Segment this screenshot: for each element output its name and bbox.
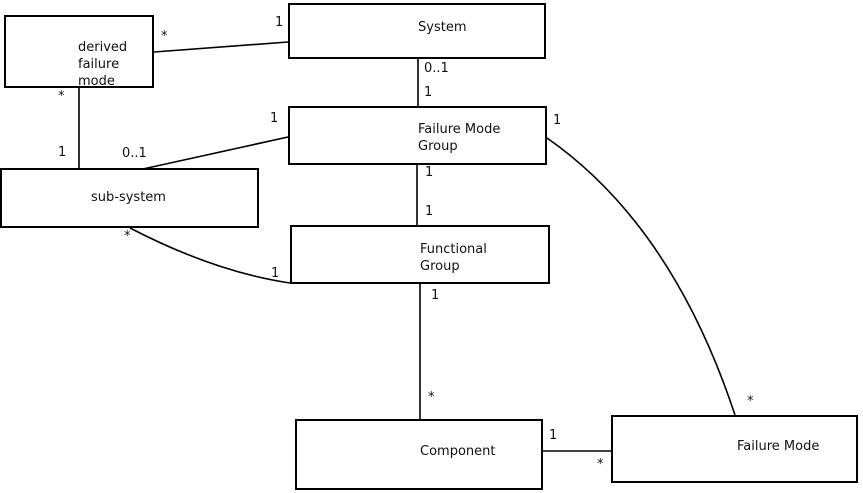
multiplicity-label-component-end: * [428,390,435,405]
node-label-line: Failure Mode [737,439,820,454]
node-failure-mode: Failure Mode [611,415,858,483]
node-label-line: Group [418,139,458,154]
node-label-line: derived [78,40,128,55]
node-label-line: Failure Mode [418,122,501,137]
edge-system-derived-failure-mode [153,41,289,53]
multiplicity-label-failure-mode-group-end: 1 [425,165,434,180]
node-label: sub-system [91,189,166,206]
multiplicity-label-system-end: 1 [275,15,284,30]
node-label: derived failure mode [78,39,127,90]
node-label-line: sub-system [91,190,166,205]
node-component: Component [295,419,543,490]
multiplicity-label-functional-group-end: 1 [431,288,440,303]
edge-failure-mode-group-failure-mode [546,137,736,416]
node-label-line: mode [78,74,115,89]
node-label-line: Functional [420,242,487,257]
multiplicity-label-derived-failure-mode-end: * [161,29,168,44]
multiplicity-label-system-end: 0..1 [424,61,449,76]
node-label-line: Component [420,444,496,459]
multiplicity-label-functional-group-end: 1 [425,204,434,219]
node-label: Functional Group [420,241,487,275]
multiplicity-label-component-end: 1 [549,428,558,443]
multiplicity-label-failure-mode-end: * [597,457,604,472]
node-label: Failure Mode Group [418,121,500,155]
node-label: System [418,19,466,36]
node-label-line: failure [78,57,120,72]
node-sub-system: sub-system [0,168,259,228]
node-label: Failure Mode [737,438,819,455]
node-label-line: System [418,20,467,35]
multiplicity-label-functional-group-end: 1 [271,266,280,281]
multiplicity-label-sub-system-end: * [124,229,131,244]
edge-sub-system-functional-group [129,227,291,284]
multiplicity-label-derived-failure-mode-end: * [58,89,65,104]
multiplicity-label-failure-mode-group-end: 1 [424,85,433,100]
multiplicity-label-failure-mode-group-end: 1 [553,113,562,128]
multiplicity-label-sub-system-end: 0..1 [122,146,147,161]
multiplicity-label-sub-system-end: 1 [58,145,67,160]
node-label-line: Group [420,259,460,274]
node-functional-group: Functional Group [290,225,550,284]
node-failure-mode-group: Failure Mode Group [288,106,547,165]
node-system: System [288,3,546,59]
node-derived-failure-mode: derived failure mode [4,15,154,90]
multiplicity-label-failure-mode-end: * [747,394,754,409]
edge-sub-system-failure-mode-group [142,136,289,170]
multiplicity-label-failure-mode-group-end: 1 [270,111,279,126]
node-label: Component [420,443,495,460]
